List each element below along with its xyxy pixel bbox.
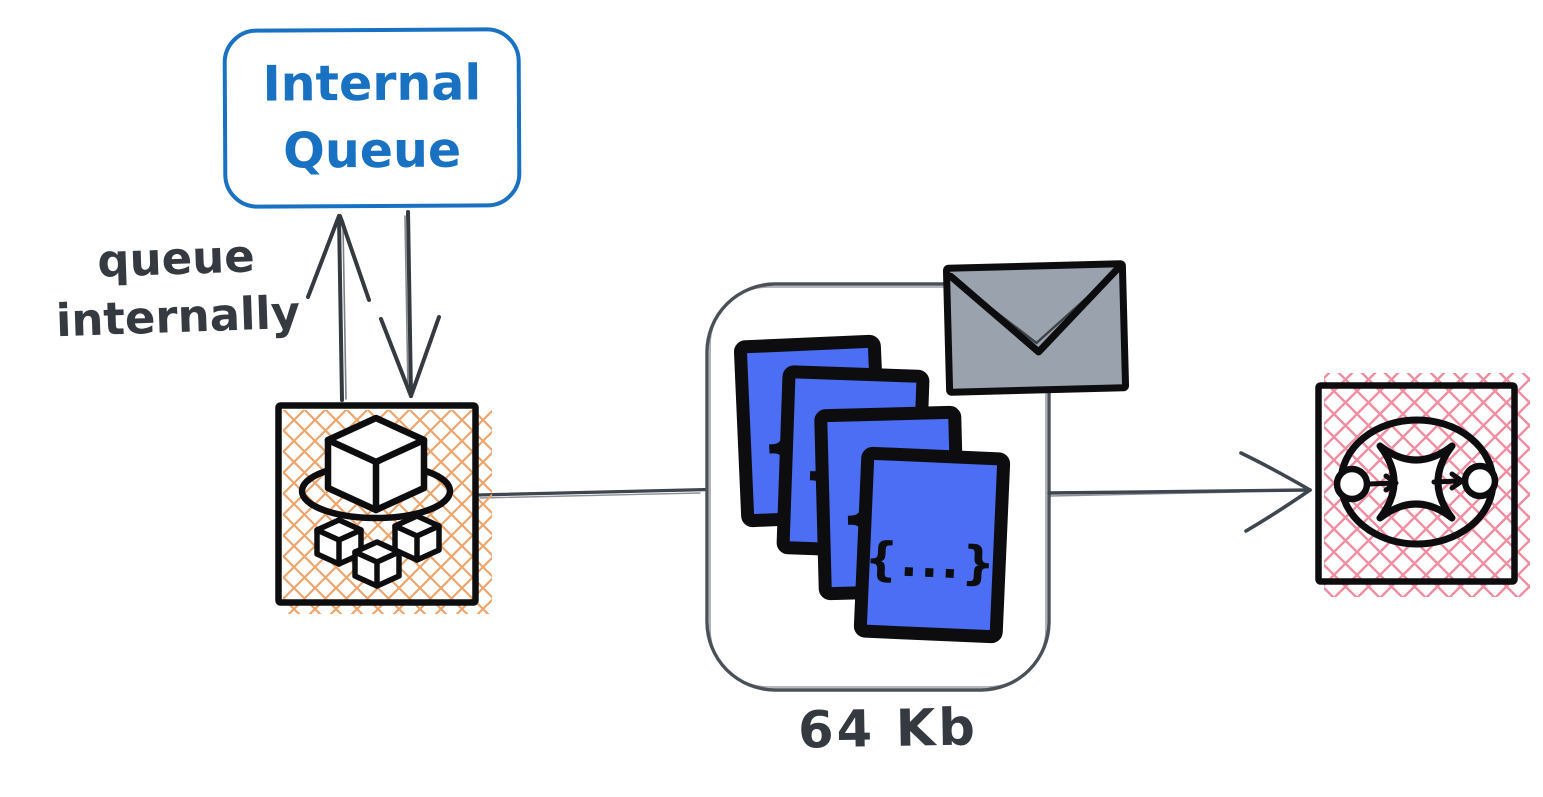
- internal-queue-label-line2: Queue: [283, 121, 462, 180]
- event-bus-frame: [1315, 382, 1518, 585]
- event-bus-circle-icon: [1333, 416, 1499, 548]
- connector-compute-to-batch: [475, 487, 732, 499]
- event-bus-node: [1315, 373, 1530, 597]
- arrow-up-to-queue: [306, 214, 371, 402]
- internal-queue-node: Internal Queue: [222, 27, 522, 209]
- queue-internally-line2: internally: [55, 285, 301, 347]
- connector-batch-to-eventbus: [1047, 451, 1312, 533]
- cube-on-ring-icon: [298, 414, 454, 589]
- json-document-icon: {...}: [853, 446, 1011, 644]
- compute-frame: [275, 402, 479, 606]
- document-stack: { { { {...}: [733, 334, 1011, 644]
- envelope-icon: [942, 260, 1130, 396]
- svg-text:{...}: {...}: [864, 531, 999, 591]
- internal-queue-label-line1: Internal: [262, 54, 482, 113]
- arrow-down-to-compute: [379, 210, 441, 398]
- queue-internally-label: queue internally: [22, 225, 332, 351]
- compute-node: [275, 402, 492, 614]
- queue-internally-line1: queue: [96, 229, 256, 288]
- batch-size-caption: 64 Kb: [797, 698, 979, 761]
